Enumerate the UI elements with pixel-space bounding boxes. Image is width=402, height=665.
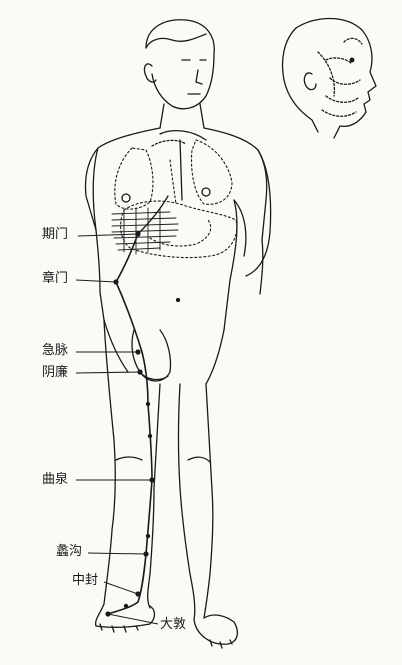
figure-arms (92, 147, 272, 277)
point-extra-3 (145, 533, 151, 539)
point-extra-1 (145, 401, 151, 407)
label-zhangmen: 章门 (42, 271, 69, 286)
point-extra-4 (123, 603, 129, 609)
nipple-right (121, 193, 131, 203)
figure-head (143, 19, 215, 129)
navel (175, 297, 181, 303)
label-yinlian: 阴廉 (42, 365, 69, 380)
liver-meridian-line (107, 233, 153, 615)
meridian-chest-branch (137, 195, 169, 235)
label-ligou: 蠡沟 (56, 544, 83, 559)
nipple-left (201, 187, 211, 197)
label-zhongfeng: 中封 (72, 573, 99, 588)
internal-organs (114, 139, 238, 259)
head-profile-sketch (281, 17, 377, 139)
label-qimen: 期门 (42, 227, 69, 242)
liver-hatching (111, 207, 179, 255)
label-ququan: 曲泉 (42, 472, 69, 487)
label-dadun: 大敦 (160, 617, 187, 632)
leader-lines (75, 233, 159, 625)
point-extra-2 (147, 433, 153, 439)
label-jimai: 急脉 (42, 343, 69, 358)
figure-legs (94, 319, 239, 649)
